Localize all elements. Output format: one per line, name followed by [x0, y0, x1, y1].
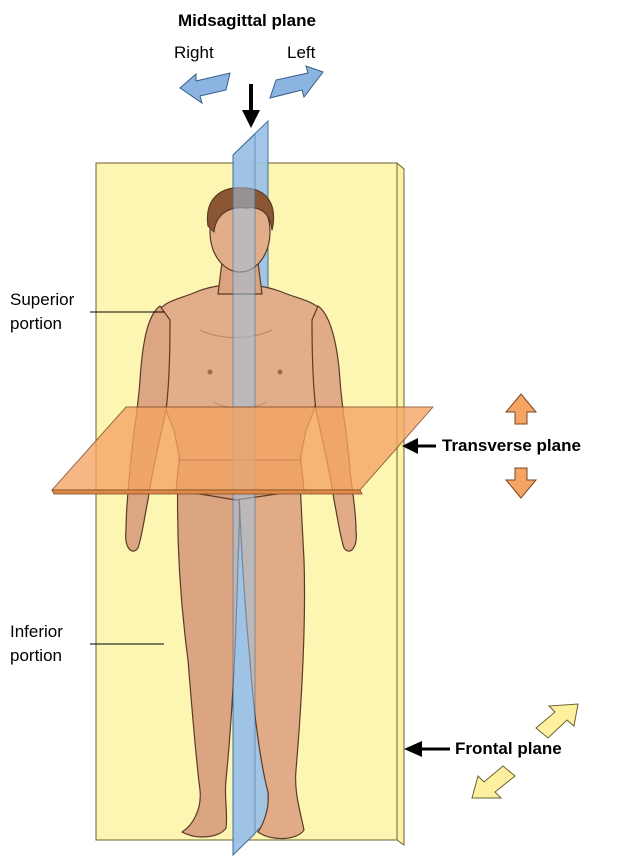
arrow-right-icon: [270, 66, 323, 98]
left-direction-label: Left: [287, 42, 315, 63]
arrow-left-black-transverse-icon: [402, 438, 436, 454]
arrow-forward-icon: [536, 704, 578, 738]
arrow-down-icon: [506, 468, 536, 498]
midsagittal-plane-front: [233, 134, 255, 855]
inferior-portion-label-line2: portion: [10, 645, 62, 666]
arrow-left-black-frontal-icon: [404, 741, 450, 757]
inferior-portion-label-line1: Inferior: [10, 621, 63, 642]
arrow-left-icon: [180, 73, 230, 103]
right-direction-label: Right: [174, 42, 214, 63]
arrow-up-icon: [506, 394, 536, 424]
superior-portion-label-line2: portion: [10, 313, 62, 334]
frontal-plane-label: Frontal plane: [455, 738, 562, 759]
midsagittal-plane-label: Midsagittal plane: [178, 10, 316, 31]
superior-portion-label-line1: Superior: [10, 289, 74, 310]
arrow-backward-icon: [472, 766, 515, 798]
transverse-plane-label: Transverse plane: [442, 435, 581, 456]
arrow-down-black-icon: [242, 84, 260, 128]
